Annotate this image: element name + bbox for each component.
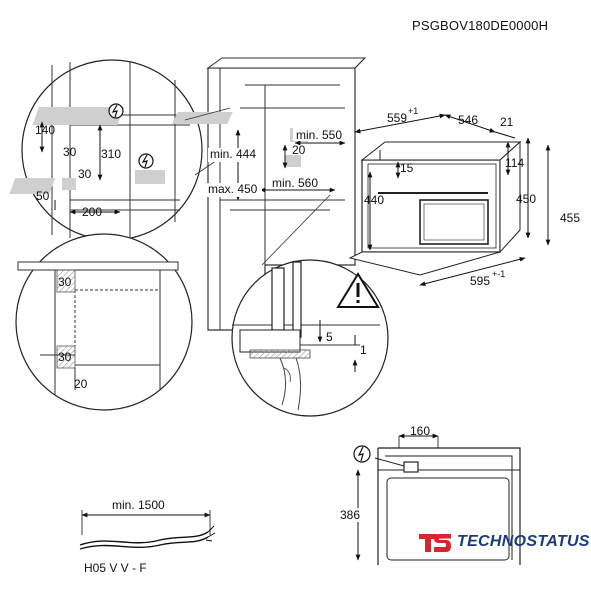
detail-circle-side: 30 30 20	[15, 233, 193, 411]
dim-559: 559	[387, 111, 407, 125]
dim-595-tolerance: +-1	[492, 269, 505, 279]
dim-595: 595	[470, 274, 490, 288]
dim-30: 30	[63, 145, 77, 159]
dim-5: 5	[326, 330, 333, 344]
dim-546: 546	[458, 113, 478, 127]
dim-min-550: min. 550	[296, 128, 342, 142]
dim-30: 30	[58, 350, 72, 364]
dim-21: 21	[500, 115, 514, 129]
brand-logo: TECHNOSTATUS	[417, 530, 590, 556]
dim-30: 30	[58, 275, 72, 289]
detail-circle-top: 140 30 310 30 50 200	[9, 59, 203, 241]
dim-455: 455	[560, 211, 580, 225]
dim-114: 114	[505, 156, 524, 170]
dim-20: 20	[292, 143, 306, 157]
socket-detail: 386 160	[338, 424, 521, 565]
dim-160: 160	[410, 424, 430, 438]
brand-name: TECHNOSTATUS	[457, 533, 590, 550]
dim-15: 15	[400, 161, 414, 175]
oven: 559 +1 546 21 15 114 440 450 455 595 +-1	[348, 106, 580, 288]
dim-max-450: max. 450	[208, 182, 258, 196]
model-code: PSGBOV180DE0000H	[412, 18, 549, 33]
detail-circle-bottom: 5 1	[231, 194, 389, 417]
dim-50: 50	[36, 189, 50, 203]
electrical-warning-icon	[108, 103, 124, 119]
dim-20: 20	[74, 377, 88, 391]
dim-559-tolerance: +1	[408, 106, 418, 116]
dim-140: 140	[35, 123, 55, 137]
electrical-warning-icon	[353, 445, 371, 463]
electrical-warning-icon	[138, 153, 154, 169]
power-cable: min. 1500 H05 V V - F	[79, 498, 216, 575]
dim-200: 200	[82, 205, 102, 219]
dim-min-444: min. 444	[210, 147, 256, 161]
dim-450: 450	[516, 192, 536, 206]
dim-310: 310	[101, 147, 121, 161]
dim-1: 1	[360, 343, 367, 357]
cable-type-label: H05 V V - F	[84, 561, 147, 575]
dim-min-1500: min. 1500	[112, 498, 165, 512]
dim-min-560: min. 560	[272, 176, 318, 190]
dim-30: 30	[78, 167, 92, 181]
dim-386: 386	[340, 508, 360, 522]
brand-mark-icon	[419, 534, 451, 552]
dim-440: 440	[364, 193, 384, 207]
warning-triangle-icon	[336, 272, 380, 308]
